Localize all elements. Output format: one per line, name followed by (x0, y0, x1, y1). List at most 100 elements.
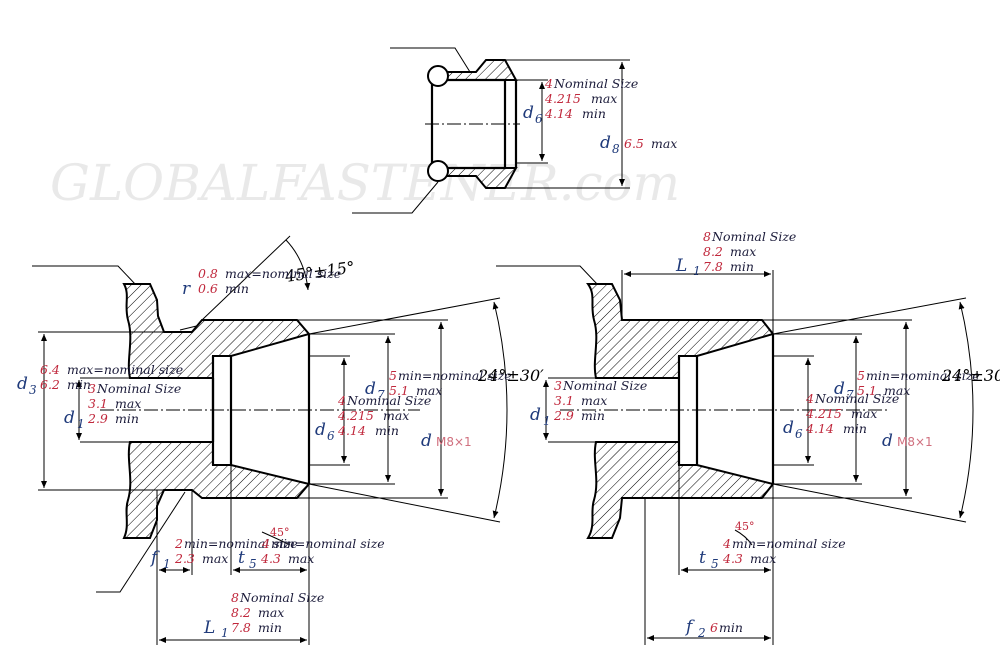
right-L1-nominal-text: Nominal Size (711, 229, 796, 244)
right-L1-min: 7.8 (703, 259, 723, 274)
left-r-max-text: max=nominal size (225, 266, 341, 281)
left-d1-nominal-text: Nominal Size (96, 381, 181, 396)
left-d1-min-text: min (115, 411, 139, 426)
left-d7-max: 5.1 (389, 383, 409, 398)
right-d1-subscript: 1 (543, 414, 551, 428)
left-r-min: 0.6 (198, 281, 218, 296)
left-d7-min: 5 (389, 368, 397, 383)
left-r-min-text: min (225, 281, 249, 296)
left-L1-nominal-text: Nominal Size (239, 590, 324, 605)
right-L1-symbol: L (675, 256, 687, 276)
left-d3-symbol: d (17, 374, 28, 394)
right-d7-min-text: min=nominal size (866, 368, 980, 383)
left-d-thread-symbol: d (421, 431, 432, 451)
right-d-thread-symbol: d (882, 431, 893, 451)
top-d6-max: 4.215 (544, 91, 581, 106)
left-d3-min-text: min (67, 377, 91, 392)
left-f1-max: 2.3 (174, 551, 195, 566)
right-port-section (496, 265, 974, 645)
right-f2-subscript: 2 (697, 626, 706, 640)
top-d6-symbol: d (523, 103, 534, 123)
left-t5-subscript: 5 (249, 557, 257, 571)
right-thread-size: M8×1 (897, 435, 933, 449)
right-d6-min: 4.14 (805, 421, 834, 436)
left-L1-min-text: min (258, 620, 282, 635)
right-t5-subscript: 5 (711, 557, 719, 571)
right-f2-min-text: min (719, 620, 743, 635)
right-d1-nominal-text: Nominal Size (562, 378, 647, 393)
right-d1-symbol: d (530, 405, 541, 425)
right-t5-max: 4.3 (722, 551, 743, 566)
left-f1-min-text: min=nominal size (184, 536, 298, 551)
right-L1-max: 8.2 (703, 244, 723, 259)
left-d6-nominal: 4 (337, 393, 346, 408)
top-d6-max-text: max (591, 91, 617, 106)
left-d1-max-text: max (115, 396, 141, 411)
top-d8-max-text: max (651, 136, 677, 151)
right-t5-max-text: max (750, 551, 776, 566)
left-d3-max-text: max=nominal size (67, 362, 183, 377)
right-d6-min-text: min (843, 421, 867, 436)
right-t5-symbol: t (699, 548, 706, 568)
right-cone-angle: 24°±30′ (941, 366, 1000, 385)
left-t5-symbol: t (238, 548, 245, 568)
left-f1-symbol: f (149, 548, 160, 568)
top-d6-min: 4.14 (544, 106, 573, 121)
right-45-angle: 45° (735, 520, 755, 533)
left-cone-angle: 24°±30′ (477, 366, 544, 385)
left-d1-subscript: 1 (77, 417, 85, 431)
left-d6-subscript: 6 (327, 429, 335, 443)
top-d8-subscript: 8 (612, 142, 620, 156)
left-f1-min: 2 (174, 536, 183, 551)
right-d1-min: 2.9 (553, 408, 574, 423)
left-d6-max: 4.215 (337, 408, 374, 423)
left-t5-min: 4 (261, 536, 270, 551)
right-L1-nominal: 8 (703, 229, 711, 244)
left-d7-symbol: d (365, 379, 376, 399)
left-d7-subscript: 7 (377, 388, 385, 402)
left-d1-max: 3.1 (88, 396, 108, 411)
right-d1-max: 3.1 (554, 393, 574, 408)
right-d7-symbol: d (834, 379, 845, 399)
left-L1-subscript: 1 (221, 626, 229, 640)
right-f2-min: 6 (710, 620, 718, 635)
watermark: GLOBALFASTENER.com (50, 154, 680, 212)
left-d1-nominal: 3 (88, 381, 96, 396)
right-d7-min: 5 (857, 368, 865, 383)
right-L1-max-text: max (730, 244, 756, 259)
left-t5-max: 4.3 (260, 551, 281, 566)
left-L1-min: 7.8 (231, 620, 251, 635)
right-d1-nominal: 3 (554, 378, 562, 393)
left-d6-min: 4.14 (337, 423, 366, 438)
top-d6-nominal: 4 (544, 76, 553, 91)
left-L1-max-text: max (258, 605, 284, 620)
right-d6-nominal: 4 (805, 391, 814, 406)
right-d6-max-text: max (851, 406, 877, 421)
left-d1-min: 2.9 (87, 411, 108, 426)
right-d7-max-text: max (884, 383, 910, 398)
left-d7-min-text: min=nominal size (398, 368, 512, 383)
left-L1-max: 8.2 (231, 605, 251, 620)
left-t5-max-text: max (288, 551, 314, 566)
left-45-angle: 45° (270, 526, 290, 539)
right-t5-min: 4 (722, 536, 731, 551)
left-f1-subscript: 1 (163, 557, 171, 571)
right-d1-min-text: min (581, 408, 605, 423)
left-d6-min-text: min (375, 423, 399, 438)
right-t5-min-text: min=nominal size (732, 536, 846, 551)
left-d6-max-text: max (383, 408, 409, 423)
right-d6-max: 4.215 (805, 406, 842, 421)
left-thread-size: M8×1 (436, 435, 472, 449)
left-t5-min-text: min=nominal size (271, 536, 385, 551)
right-f2-symbol: f (684, 617, 695, 637)
left-d3-max: 6.4 (40, 362, 60, 377)
left-d6-nominal-text: Nominal Size (346, 393, 431, 408)
top-d6-min-text: min (582, 106, 606, 121)
top-d6-subscript: 6 (535, 112, 543, 126)
left-L1-symbol: L (203, 618, 215, 638)
left-r-symbol: r (182, 279, 191, 299)
top-sealing-ring (352, 47, 630, 214)
left-d7-max-text: max (416, 383, 442, 398)
left-d3-min: 6.2 (40, 377, 60, 392)
